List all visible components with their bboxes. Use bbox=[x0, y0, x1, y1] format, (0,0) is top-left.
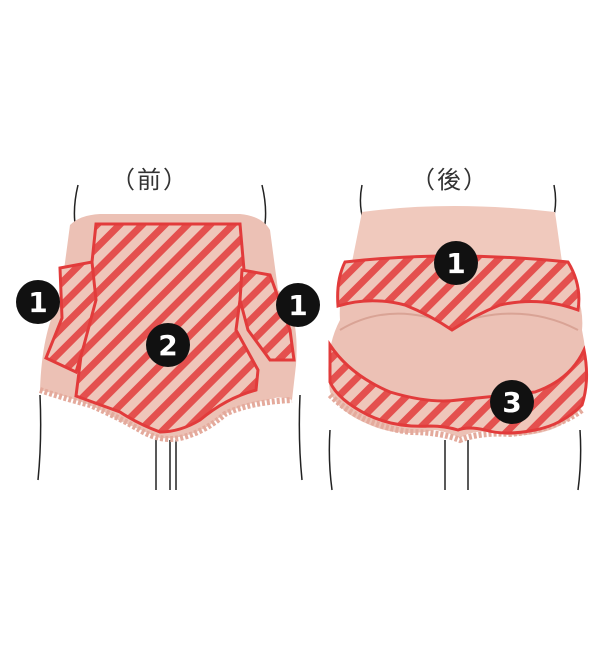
front-left-leg bbox=[37, 394, 171, 490]
back-waistband bbox=[352, 206, 562, 262]
front-lace-hem bbox=[39, 387, 293, 442]
front-right-leg bbox=[175, 394, 303, 490]
front-badge-left: 1 bbox=[16, 280, 60, 324]
front-zone-1-right bbox=[238, 268, 296, 362]
front-badge-center: 2 bbox=[146, 323, 190, 367]
back-view: （後） 1 3 bbox=[300, 0, 600, 660]
front-badge-right: 1 bbox=[276, 283, 320, 327]
back-badge-top: 1 bbox=[434, 241, 478, 285]
back-legs bbox=[328, 429, 582, 491]
front-zone-1-left bbox=[44, 260, 98, 375]
back-view-label: （後） bbox=[411, 166, 489, 194]
svg-text:2: 2 bbox=[158, 329, 177, 362]
back-badge-bottom: 3 bbox=[490, 380, 534, 424]
back-zone-1 bbox=[336, 254, 581, 332]
svg-text:3: 3 bbox=[502, 386, 521, 419]
svg-text:1: 1 bbox=[446, 247, 465, 280]
svg-text:1: 1 bbox=[288, 289, 307, 322]
front-view-label: （前） bbox=[111, 166, 189, 194]
front-garment-diagram: 1 2 1 bbox=[16, 184, 320, 490]
svg-text:1: 1 bbox=[28, 286, 47, 319]
front-view: （前） 1 2 1 bbox=[16, 166, 320, 490]
back-garment-diagram: 1 3 bbox=[327, 184, 589, 491]
